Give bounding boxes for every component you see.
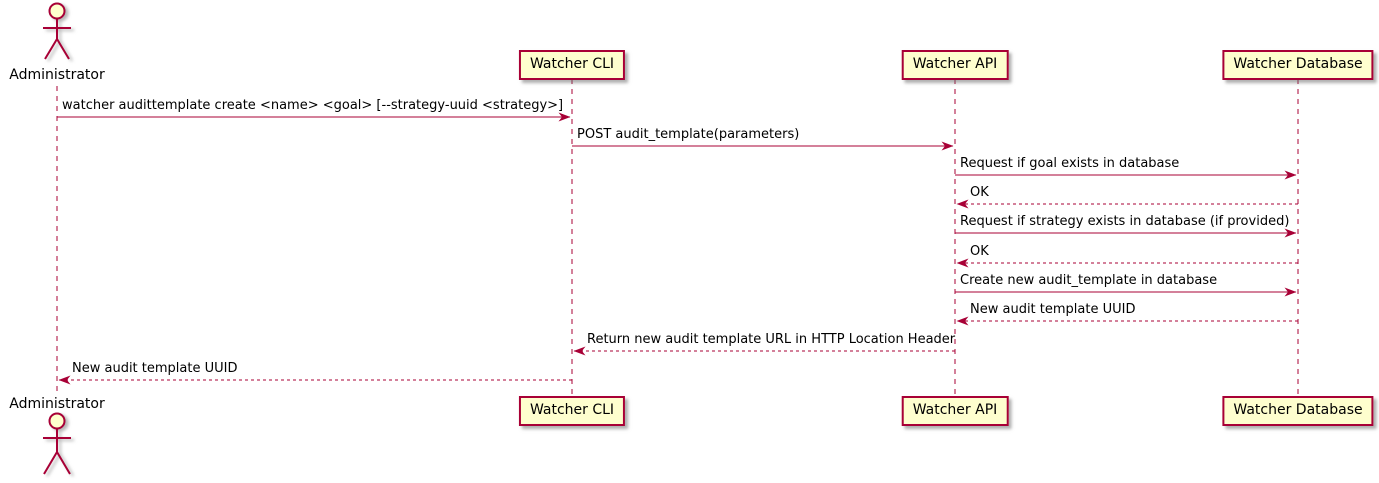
- actor-label-administrator-bottom: Administrator: [9, 396, 105, 412]
- participant-watcher-cli-bottom: Watcher CLI: [518, 396, 626, 426]
- message-label: watcher audittemplate create <name> <goa…: [62, 98, 564, 113]
- participant-watcher-database-top: Watcher Database: [1222, 50, 1374, 80]
- participant-watcher-database-bottom: Watcher Database: [1222, 396, 1374, 426]
- message-label: Create new audit_template in database: [960, 273, 1218, 288]
- message-label: New audit template UUID: [970, 302, 1136, 317]
- message-label: Request if goal exists in database: [960, 156, 1180, 171]
- message-label: Return new audit template URL in HTTP Lo…: [587, 332, 956, 347]
- participant-watcher-api-bottom: Watcher API: [901, 396, 1009, 426]
- message-label: Request if strategy exists in database (…: [960, 214, 1290, 229]
- participant-watcher-api-top: Watcher API: [901, 50, 1009, 80]
- actor-icon: [43, 2, 71, 60]
- message-label: OK: [970, 185, 989, 200]
- message-label: New audit template UUID: [72, 361, 238, 376]
- actor-label-administrator-top: Administrator: [9, 67, 105, 83]
- message-label: POST audit_template(parameters): [577, 127, 800, 142]
- message-label: OK: [970, 244, 989, 259]
- actor-icon: [43, 412, 71, 475]
- participant-watcher-cli-top: Watcher CLI: [518, 50, 626, 80]
